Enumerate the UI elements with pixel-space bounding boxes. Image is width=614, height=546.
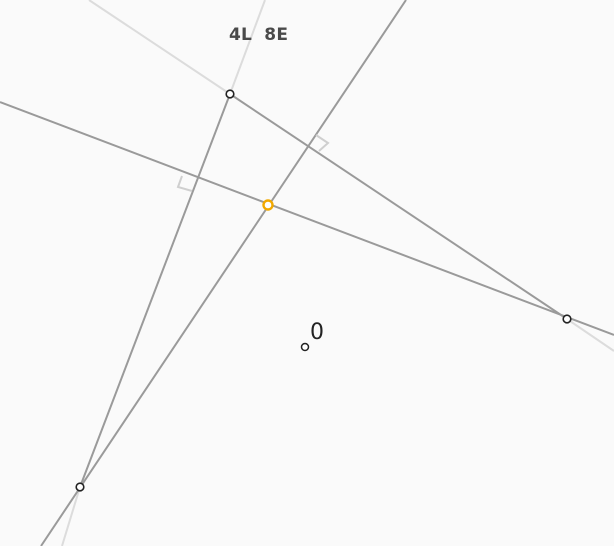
vertex-top[interactable] [225,89,235,99]
line-through-bottom-and-intersection[interactable] [40,0,407,546]
faint-construction-line-right [566,318,614,352]
right-angle-marker-left [176,175,193,192]
faint-construction-line-upper [88,0,231,95]
vertex-right[interactable] [562,314,572,324]
faint-altitude-extension-top [229,0,266,95]
faint-altitude-extension-bottom [61,486,81,546]
segment-top-to-bottom[interactable] [79,93,231,488]
segment-top-to-right[interactable] [229,93,568,320]
line-through-left-and-right[interactable] [0,101,614,336]
level-score-indicator: 4L 8E [229,25,289,45]
vertex-bottom[interactable] [75,482,85,492]
intersection-point-highlighted[interactable] [262,199,274,211]
point-o-label: 0 [310,320,324,345]
point-o[interactable] [300,342,310,352]
right-angle-marker-right [315,134,330,152]
